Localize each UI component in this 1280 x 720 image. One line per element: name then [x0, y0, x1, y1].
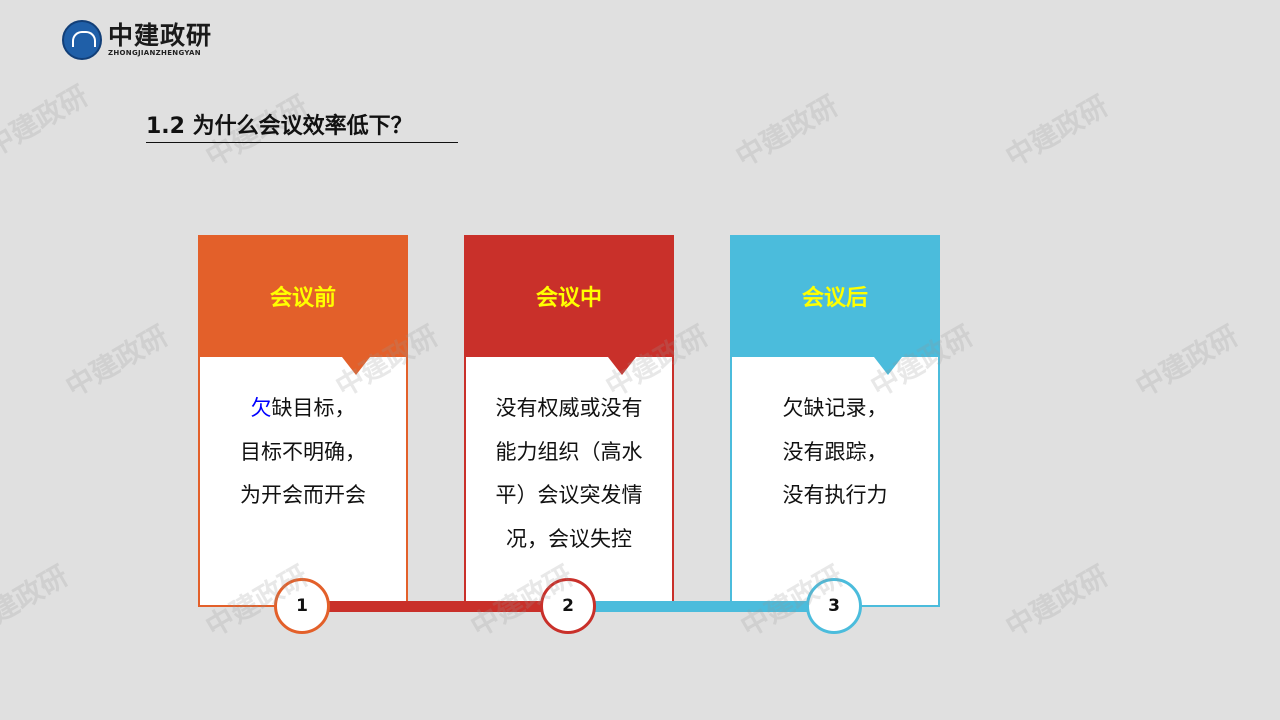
card-line: 没有跟踪，: [782, 439, 888, 464]
watermark: 中建政研: [1000, 559, 1114, 644]
highlight-char: 欠: [250, 396, 272, 420]
watermark: 中建政研: [60, 319, 174, 404]
card-before-meeting: 会议前 欠缺目标， 目标不明确， 为开会而开会: [198, 235, 408, 607]
watermark: 中建政研: [0, 559, 74, 644]
card-line: 缺目标，: [271, 396, 356, 420]
card-line: 欠缺记录，: [782, 396, 888, 420]
card-heading: 会议前: [198, 235, 408, 357]
card-heading: 会议后: [730, 235, 940, 357]
card-body: 欠缺目标， 目标不明确， 为开会而开会: [210, 387, 396, 518]
notch-arrow-icon: [608, 357, 636, 375]
step-circle-3: 3: [806, 578, 862, 634]
logo: 中建政研 ZHONGJIANZHENGYAN: [62, 20, 212, 60]
step-circle-1: 1: [274, 578, 330, 634]
card-during-meeting: 会议中 没有权威或没有 能力组织（高水 平）会议突发情 况，会议失控: [464, 235, 674, 607]
card-line: 没有执行力: [782, 483, 888, 507]
logo-emblem-icon: [62, 20, 102, 60]
notch-arrow-icon: [874, 357, 902, 375]
connector-bar-blue: [594, 601, 809, 612]
card-body: 欠缺记录， 没有跟踪， 没有执行力: [742, 387, 928, 518]
logo-english: ZHONGJIANZHENGYAN: [108, 49, 201, 57]
watermark: 中建政研: [1130, 319, 1244, 404]
card-body: 没有权威或没有 能力组织（高水 平）会议突发情 况，会议失控: [476, 387, 662, 561]
page-title: 1.2 为什么会议效率低下？: [146, 108, 458, 143]
card-after-meeting: 会议后 欠缺记录， 没有跟踪， 没有执行力: [730, 235, 940, 607]
card-heading: 会议中: [464, 235, 674, 357]
watermark: 中建政研: [1000, 89, 1114, 174]
step-circle-2: 2: [540, 578, 596, 634]
card-line: 没有权威或没有: [495, 396, 643, 420]
card-line: 况，会议失控: [506, 526, 632, 551]
watermark: 中建政研: [0, 79, 94, 164]
card-line: 目标不明确，: [240, 439, 366, 464]
card-line: 为开会而开会: [240, 483, 366, 507]
notch-arrow-icon: [342, 357, 370, 375]
card-line: 平）会议突发情: [495, 483, 643, 507]
watermark: 中建政研: [730, 89, 844, 174]
connector-bar-red: [328, 601, 543, 612]
card-line: 能力组织（高水: [495, 439, 643, 464]
logo-chinese: 中建政研: [108, 21, 213, 50]
